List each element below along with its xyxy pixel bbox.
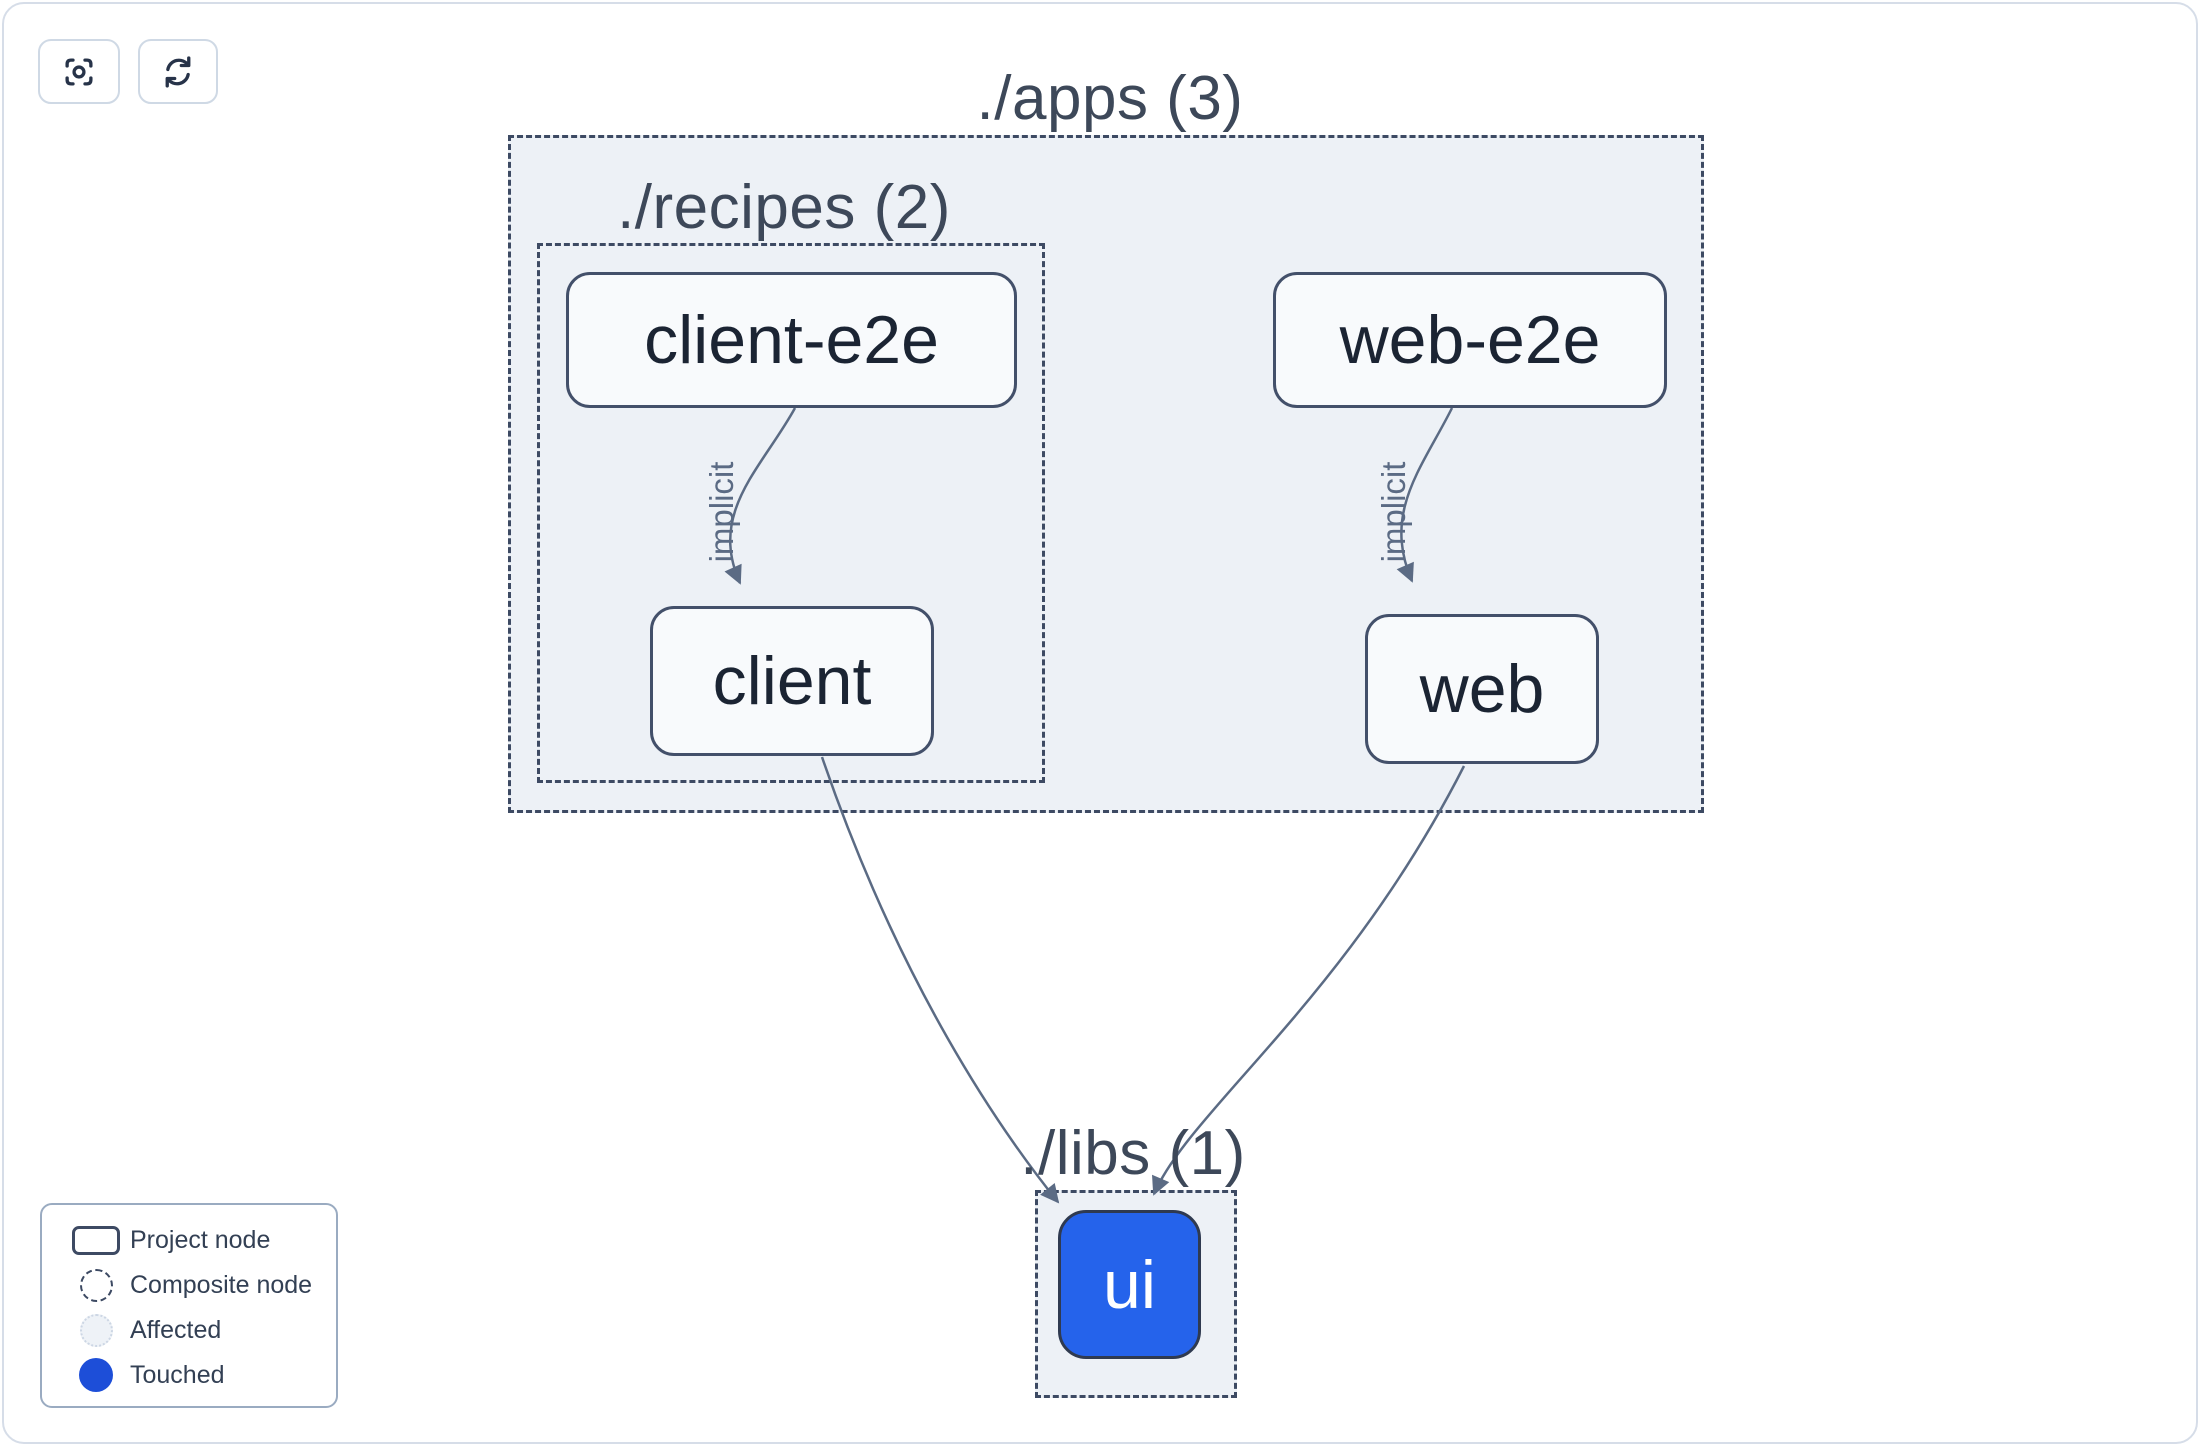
legend-row-composite-node: Composite node (62, 1264, 336, 1306)
edge-label-implicit: implicit (1375, 461, 1412, 563)
legend-label: Affected (130, 1315, 222, 1344)
legend: Project node Composite node Affected Tou… (40, 1203, 338, 1408)
node-client[interactable]: client (650, 606, 934, 756)
edge-label-implicit: implicit (703, 461, 740, 563)
focus-icon (60, 53, 98, 91)
node-client-e2e[interactable]: client-e2e (566, 272, 1017, 408)
affected-swatch (79, 1313, 113, 1347)
touched-swatch (79, 1358, 113, 1392)
node-ui[interactable]: ui (1058, 1210, 1201, 1359)
legend-row-affected: Affected (62, 1309, 336, 1351)
group-label-recipes: ./recipes (2) (617, 173, 951, 242)
legend-row-touched: Touched (62, 1354, 336, 1396)
composite-node-swatch (79, 1268, 113, 1302)
node-web[interactable]: web (1365, 614, 1599, 764)
legend-label: Project node (130, 1225, 271, 1254)
focus-button[interactable] (38, 39, 120, 104)
group-label-libs: ./libs (1) (1020, 1119, 1246, 1188)
legend-label: Touched (130, 1360, 225, 1389)
refresh-icon (159, 53, 197, 91)
refresh-button[interactable] (138, 39, 218, 104)
node-web-e2e[interactable]: web-e2e (1273, 272, 1667, 408)
project-node-swatch (72, 1225, 120, 1255)
legend-label: Composite node (130, 1270, 313, 1299)
group-label-apps: ./apps (3) (976, 64, 1244, 133)
legend-row-project-node: Project node (62, 1219, 336, 1261)
